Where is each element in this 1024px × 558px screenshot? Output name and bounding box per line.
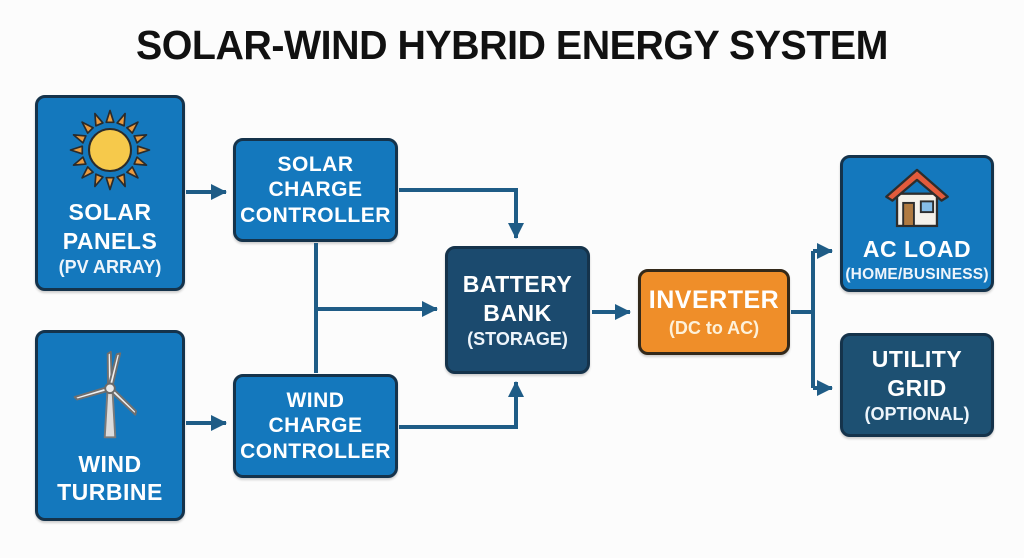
node-sublabel: (HOME/BUSINESS) (845, 265, 989, 283)
node-battery-bank: BATTERY BANK (STORAGE) (445, 246, 590, 374)
node-utility-grid: UTILITY GRID (OPTIONAL) (840, 333, 994, 437)
node-label: WIND TURBINE (57, 450, 163, 505)
node-sublabel: (STORAGE) (467, 328, 568, 349)
node-label: SOLAR PANELS (62, 199, 158, 254)
node-wind-charge-controller: WIND CHARGE CONTROLLER (233, 374, 398, 478)
node-solar-charge-controller: SOLAR CHARGE CONTROLLER (233, 138, 398, 242)
node-wind-turbine: WIND TURBINE (35, 330, 185, 521)
node-label: SOLAR CHARGE CONTROLLER (240, 152, 391, 227)
arrow-scc-to-battery-top (399, 188, 524, 239)
node-sublabel: (PV ARRAY) (58, 256, 162, 277)
node-sublabel: (DC to AC) (668, 317, 760, 338)
page-title: SOLAR-WIND HYBRID ENERGY SYSTEM (136, 22, 888, 68)
node-ac-load: AC LOAD (HOME/BUSINESS) (840, 155, 994, 292)
arrow-wcc-to-battery-bottom (399, 381, 524, 429)
line-inverter-split (791, 251, 815, 388)
node-inverter: INVERTER (DC to AC) (638, 269, 790, 355)
node-label: UTILITY GRID (871, 346, 963, 401)
node-sublabel: (OPTIONAL) (864, 403, 970, 424)
node-solar-panels: SOLAR PANELS (PV ARRAY) (35, 95, 185, 291)
sun-icon (68, 108, 152, 192)
node-label: BATTERY BANK (462, 271, 573, 326)
house-icon (878, 163, 956, 229)
node-label: WIND CHARGE CONTROLLER (240, 388, 391, 463)
node-label: AC LOAD (862, 236, 972, 263)
node-label: INVERTER (648, 286, 780, 315)
wind-turbine-icon (62, 348, 158, 444)
